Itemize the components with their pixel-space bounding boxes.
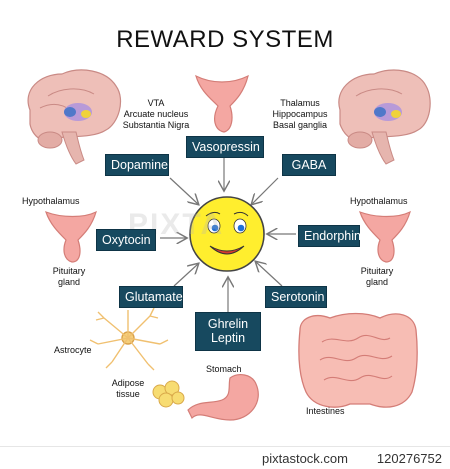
label-vta: VTA [147, 98, 165, 108]
label-thalamus: Thalamus [280, 98, 320, 108]
box-ghrelin-leptin: Ghrelin Leptin [195, 312, 261, 351]
brain-left-icon [27, 69, 121, 165]
label-pituitary-right-line1: Pituitary [360, 266, 394, 276]
arrow-glutamate [173, 264, 198, 287]
arrow-dopamine [169, 177, 198, 204]
label-hypothalamus-left: Hypothalamus [22, 196, 80, 206]
gaba-sources: Thalamus Hippocampus Basal ganglia [260, 98, 340, 130]
box-glutamate: Glutamate [119, 286, 183, 309]
box-oxytocin: Oxytocin [96, 229, 156, 252]
pituitary-left-icon [45, 210, 97, 263]
pituitary-right-icon [359, 210, 411, 263]
arrow-gaba [252, 177, 279, 204]
box-serotonin: Serotonin [265, 286, 327, 309]
label-stomach: Stomach [206, 364, 242, 374]
label-substantia-nigra: Substantia Nigra [122, 119, 190, 130]
footer-brand: pixtastock.com [262, 451, 348, 466]
smiley-face-icon [189, 196, 265, 272]
diagram-title: REWARD SYSTEM [116, 26, 334, 53]
adipose-tissue-icon [152, 380, 185, 408]
stomach-icon [187, 374, 259, 421]
label-basal-ganglia: Basal ganglia [272, 119, 328, 130]
label-astrocyte: Astrocyte [54, 345, 92, 355]
label-intestines: Intestines [306, 406, 345, 416]
brain-right-icon [338, 69, 431, 165]
label-adipose-line2: tissue [116, 388, 140, 399]
footer-bar: pixtastock.com 120276752 [0, 446, 450, 469]
label-pituitary-left-line2: gland [57, 276, 81, 287]
label-adipose-tissue: Adipose tissue [108, 378, 148, 400]
arrow-serotonin [256, 262, 283, 287]
intestines-icon [298, 312, 418, 408]
footer-image-id: 120276752 [376, 451, 442, 466]
label-pituitary-right: Pituitary gland [352, 266, 402, 288]
label-pituitary-left: Pituitary gland [44, 266, 94, 288]
astrocyte-icon [89, 307, 169, 371]
box-leptin-text: Leptin [210, 331, 246, 346]
box-gaba: GABA [282, 154, 336, 177]
box-vasopressin: Vasopressin [186, 136, 264, 159]
arrows [160, 158, 296, 312]
label-hypothalamus-right: Hypothalamus [350, 196, 408, 206]
dopamine-sources: VTA Arcuate nucleus Substantia Nigra [116, 98, 196, 130]
label-arcuate-nucleus: Arcuate nucleus [123, 108, 189, 119]
box-ghrelin-text: Ghrelin [207, 317, 249, 331]
box-endorphins: Endorphins [298, 225, 367, 248]
label-adipose-line1: Adipose [111, 378, 145, 388]
label-hippocampus: Hippocampus [272, 108, 328, 119]
label-pituitary-left-line1: Pituitary [52, 266, 86, 276]
box-dopamine: Dopamine [105, 154, 169, 177]
label-pituitary-right-line2: gland [365, 276, 389, 287]
vasopressin-gland-icon [195, 74, 249, 133]
